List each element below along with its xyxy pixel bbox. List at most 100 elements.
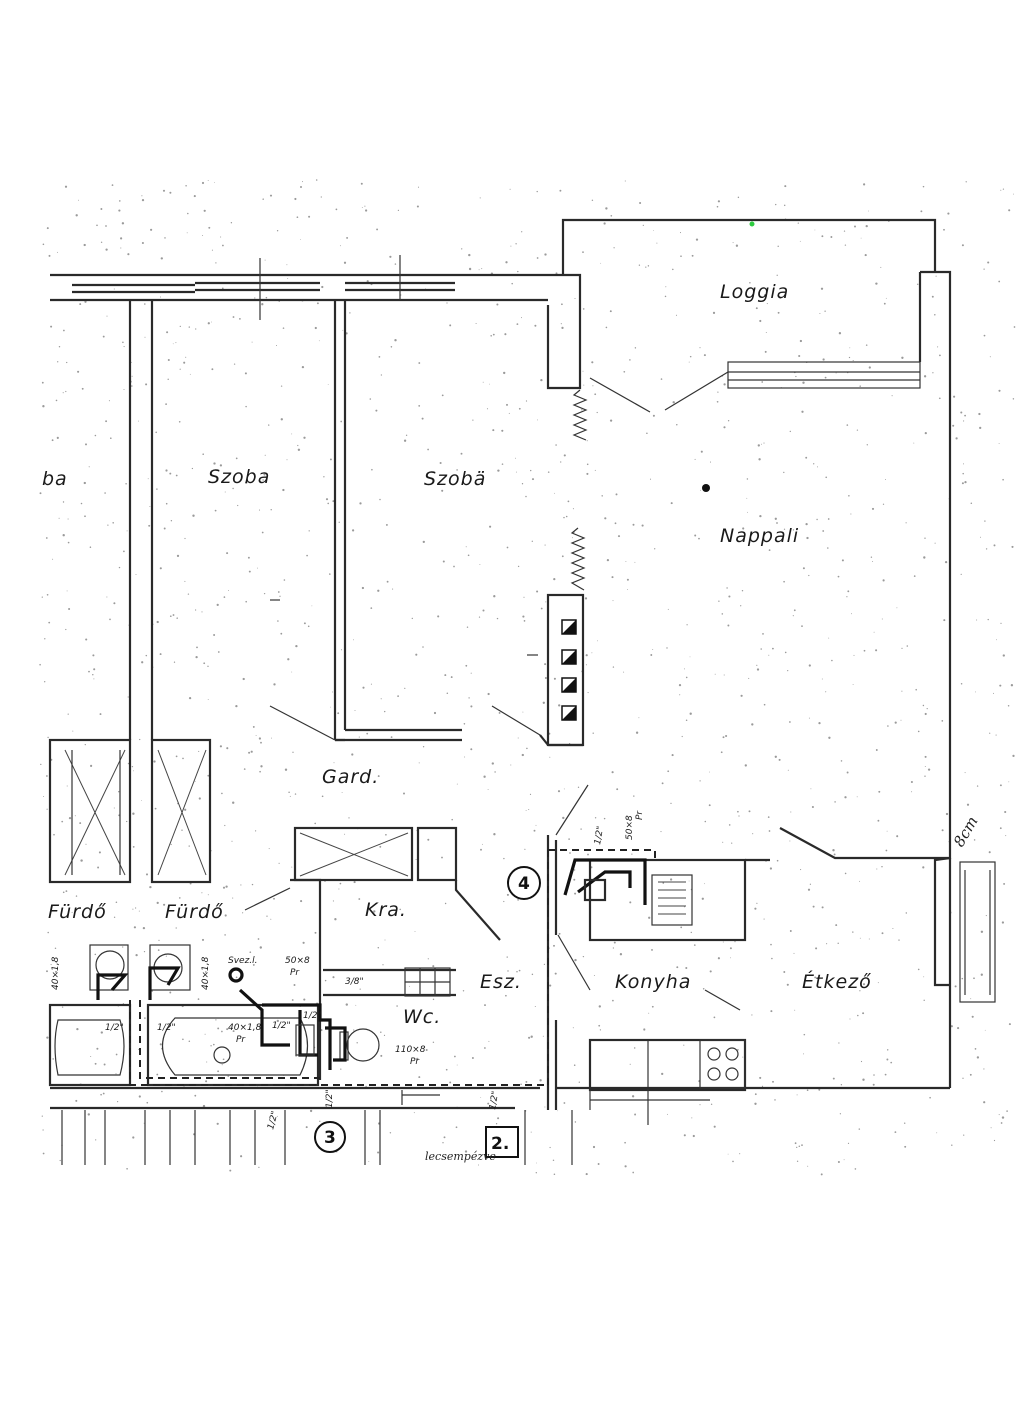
noise-dot: [816, 518, 818, 521]
noise-dot: [145, 873, 149, 876]
noise-dot: [52, 558, 54, 560]
noise-dot: [624, 1141, 626, 1144]
noise-dot: [862, 1078, 865, 1081]
noise-dot: [213, 1043, 215, 1046]
noise-dot: [1001, 1116, 1005, 1119]
noise-dot: [242, 912, 244, 914]
noise-dot: [924, 537, 926, 539]
noise-dot: [59, 1159, 61, 1162]
noise-dot: [963, 420, 965, 422]
noise-dot: [934, 314, 936, 316]
noise-dot: [525, 1080, 528, 1083]
noise-dot: [300, 900, 303, 903]
noise-dot: [671, 754, 674, 757]
noise-dot: [824, 376, 827, 379]
noise-dot: [484, 1047, 486, 1049]
noise-dot: [689, 656, 691, 658]
noise-dot: [553, 677, 556, 680]
marker-2: 2.: [485, 1126, 519, 1158]
noise-dot: [625, 561, 627, 563]
noise-dot: [553, 944, 555, 947]
noise-dot: [844, 796, 847, 799]
noise-dot: [667, 770, 670, 773]
noise-dot: [334, 918, 337, 921]
noise-dot: [803, 1033, 806, 1036]
noise-dot: [740, 605, 742, 607]
noise-dot: [891, 395, 893, 397]
noise-dot: [849, 1018, 851, 1020]
noise-dot: [184, 808, 187, 811]
noise-dot: [530, 1035, 533, 1038]
noise-dot: [113, 916, 116, 918]
noise-dot: [784, 651, 787, 654]
noise-dot: [740, 694, 743, 697]
noise-dot: [979, 426, 982, 430]
noise-dot: [789, 840, 791, 842]
noise-dot: [927, 768, 931, 771]
noise-dot: [275, 344, 278, 347]
noise-dot: [526, 747, 528, 750]
noise-dot: [415, 653, 418, 656]
noise-dot: [446, 692, 449, 695]
noise-dot: [748, 810, 751, 813]
noise-dot: [397, 695, 399, 697]
noise-dot: [189, 373, 191, 375]
noise-dot: [793, 609, 796, 612]
noise-dot: [443, 1136, 446, 1139]
noise-dot: [138, 910, 140, 912]
ventilation-shaft-icon: [561, 619, 577, 721]
noise-dot: [961, 482, 964, 485]
noise-dot: [783, 204, 786, 207]
noise-dot: [1000, 622, 1002, 624]
noise-dot: [442, 1142, 444, 1144]
noise-dot: [195, 328, 197, 330]
noise-dot: [432, 998, 435, 1001]
noise-dot: [937, 346, 939, 348]
noise-dot: [988, 851, 991, 854]
noise-dot: [754, 1102, 757, 1105]
noise-dot: [571, 537, 573, 539]
noise-dot: [924, 755, 927, 758]
noise-dot: [470, 672, 472, 674]
noise-dot: [185, 184, 187, 187]
noise-dot: [427, 958, 429, 960]
noise-dot: [876, 868, 878, 870]
noise-dot: [178, 420, 181, 423]
noise-dot: [915, 688, 917, 691]
noise-dot: [580, 828, 582, 830]
noise-dot: [598, 1005, 601, 1008]
noise-dot: [932, 372, 934, 374]
noise-dot: [969, 1073, 972, 1076]
noise-dot: [146, 1101, 149, 1104]
noise-dot: [50, 325, 53, 328]
noise-dot: [796, 1160, 799, 1162]
noise-dot: [660, 378, 663, 380]
noise-dot: [917, 968, 920, 971]
sliding-door-icon: [570, 389, 588, 591]
noise-dot: [759, 1076, 762, 1079]
noise-dot: [883, 302, 886, 305]
noise-dot: [494, 771, 496, 773]
noise-dot: [849, 347, 851, 349]
noise-dot: [437, 615, 440, 618]
noise-dot: [878, 790, 881, 793]
noise-dot: [142, 926, 146, 930]
noise-dot: [418, 762, 420, 764]
noise-dot: [561, 303, 563, 306]
noise-dot: [789, 930, 792, 932]
noise-dot: [361, 206, 363, 208]
noise-dot: [964, 414, 966, 417]
noise-dot: [289, 795, 291, 797]
noise-dot: [989, 732, 991, 734]
noise-dot: [553, 577, 556, 581]
noise-dot: [672, 268, 674, 271]
noise-dot: [737, 810, 739, 813]
paper-noise: [39, 179, 1016, 1176]
noise-dot: [141, 198, 145, 202]
noise-dot: [767, 816, 770, 818]
noise-dot: [479, 197, 481, 199]
noise-dot: [727, 1153, 729, 1155]
noise-dot: [939, 354, 941, 357]
noise-dot: [226, 747, 229, 750]
room-label-szoba-partial: ba: [42, 468, 68, 490]
